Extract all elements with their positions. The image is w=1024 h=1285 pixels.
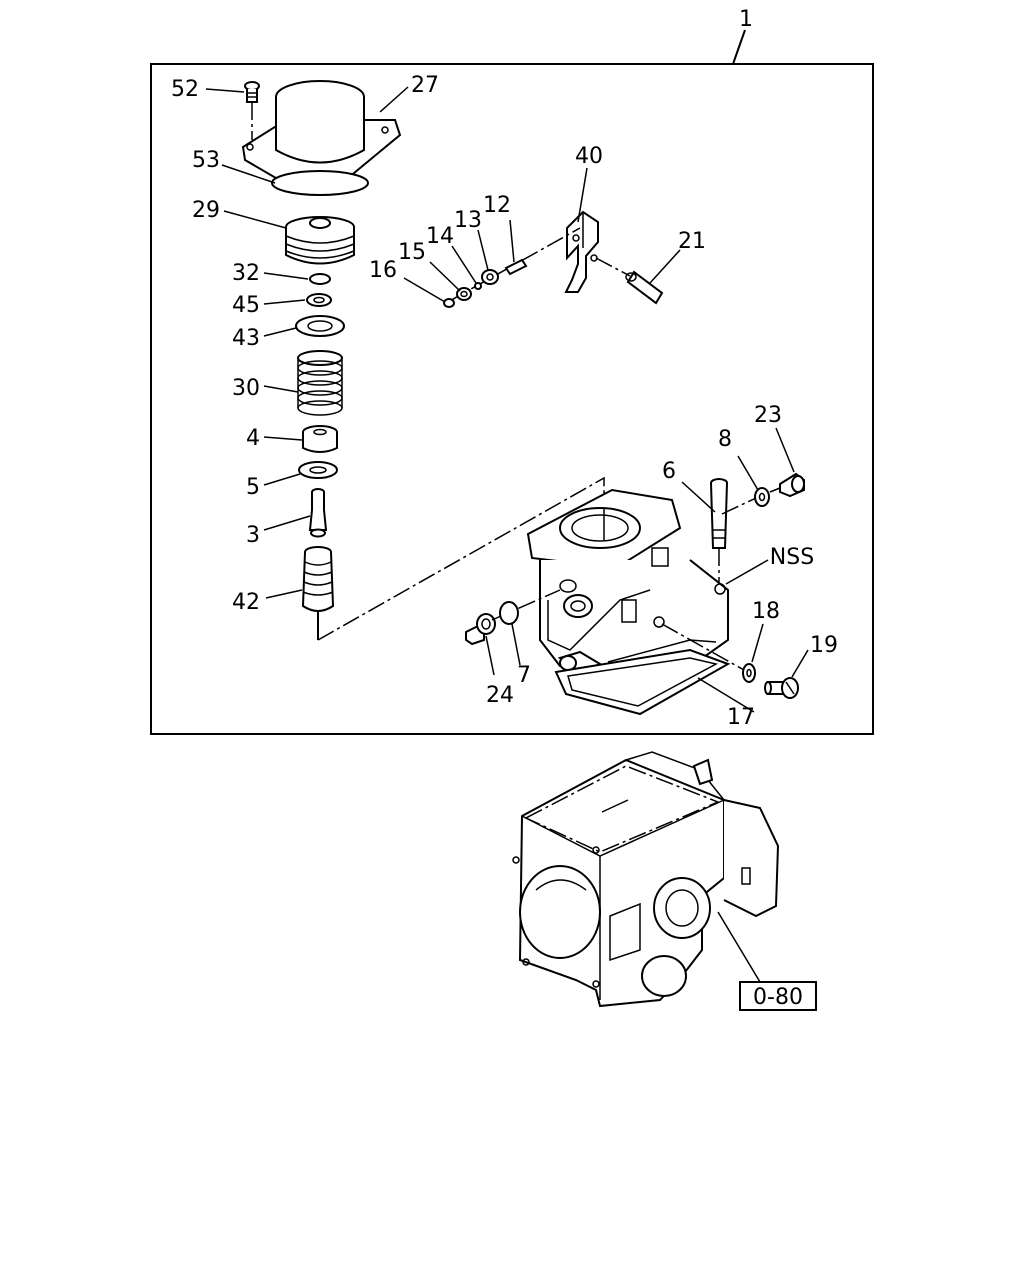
- leader-5: [263, 473, 301, 486]
- leader-23: [775, 427, 795, 473]
- leader-4: [263, 436, 303, 441]
- callout-27: 27: [411, 73, 439, 98]
- part-40-bracket: [564, 210, 599, 293]
- callout-30: 30: [232, 376, 260, 401]
- leader-17: [697, 677, 755, 713]
- leader-53: [221, 164, 276, 184]
- part-21-pin: [625, 270, 664, 305]
- leader-1: [732, 29, 746, 65]
- part-7-seal: [499, 601, 519, 625]
- callout-1: 1: [739, 7, 753, 32]
- leader-40: [577, 167, 588, 223]
- part-5-washer: [298, 461, 338, 479]
- callout-nss: NSS: [770, 545, 814, 570]
- callout-32: 32: [232, 261, 260, 286]
- part-12-pin: [504, 258, 528, 276]
- leader-32: [263, 272, 309, 280]
- leader-29: [223, 210, 287, 229]
- callout-4: 4: [246, 426, 260, 451]
- part-3-stem: [308, 488, 328, 538]
- part-42-piston: [301, 546, 335, 640]
- callout-3: 3: [246, 523, 260, 548]
- callout-14: 14: [426, 224, 454, 249]
- callout-19: 19: [810, 633, 838, 658]
- part-8-washer: [754, 487, 770, 507]
- callout-18: 18: [752, 599, 780, 624]
- callout-52: 52: [171, 77, 199, 102]
- callout-13: 13: [454, 208, 482, 233]
- part-4-nut: [302, 425, 338, 453]
- leader-43: [263, 327, 297, 337]
- part-housing-nss: [526, 488, 729, 676]
- leader-15: [429, 261, 461, 292]
- part-32-ring: [309, 273, 331, 285]
- leader-42: [265, 589, 303, 599]
- part-43-seat: [295, 315, 345, 337]
- callout-42: 42: [232, 590, 260, 615]
- callout-15: 15: [398, 240, 426, 265]
- leader-16: [403, 277, 446, 303]
- part-16-washer: [443, 298, 455, 308]
- reference-box: [739, 981, 817, 1011]
- leader-14: [451, 245, 477, 284]
- callout-29: 29: [192, 198, 220, 223]
- leader-24: [485, 635, 495, 676]
- leader-21: [649, 249, 681, 284]
- leader-0-80: [717, 911, 761, 983]
- part-14-ball: [474, 282, 482, 290]
- leader-12: [509, 219, 515, 263]
- leader-45: [263, 299, 306, 305]
- part-18-washer: [742, 663, 756, 683]
- callout-40: 40: [575, 144, 603, 169]
- leader-3: [263, 515, 311, 531]
- leader-52: [205, 88, 245, 93]
- leader-13: [477, 229, 489, 271]
- part-19-screw: [764, 677, 799, 699]
- callout-21: 21: [678, 229, 706, 254]
- callout-24: 24: [486, 683, 514, 708]
- leader-27: [379, 86, 409, 113]
- part-30-spring: [297, 350, 343, 416]
- callout-5: 5: [246, 475, 260, 500]
- callout-45: 45: [232, 293, 260, 318]
- leader-6: [681, 481, 716, 513]
- leader-30: [263, 385, 299, 393]
- leader-nss: [725, 559, 769, 585]
- callout-43: 43: [232, 326, 260, 351]
- part-27-cover: [241, 80, 402, 194]
- callout-8: 8: [718, 427, 732, 452]
- leader-7: [511, 623, 521, 666]
- callout-12: 12: [483, 193, 511, 218]
- leader-8: [737, 455, 759, 491]
- callout-6: 6: [662, 459, 676, 484]
- part-24-plug: [465, 613, 496, 646]
- callout-23: 23: [754, 403, 782, 428]
- callout-17: 17: [727, 705, 755, 730]
- reference-label: 0-80: [753, 985, 803, 1010]
- part-53-gasket: [271, 170, 369, 196]
- axis-small-parts: [445, 227, 581, 304]
- callout-53: 53: [192, 148, 220, 173]
- part-17-gasket: [554, 648, 731, 716]
- callout-7: 7: [517, 663, 531, 688]
- callout-16: 16: [369, 258, 397, 283]
- part-13-bushing: [481, 269, 499, 285]
- leader-19: [791, 649, 809, 678]
- assembly-frame: [150, 63, 874, 735]
- leader-18: [751, 623, 764, 663]
- part-6-bolt: [710, 478, 728, 582]
- part-52-screw: [244, 81, 260, 140]
- reference-housing: [512, 751, 780, 1008]
- part-15-seat: [456, 287, 472, 301]
- part-45-washer: [306, 293, 332, 307]
- part-29-diaphragm: [285, 216, 355, 265]
- part-23-plug: [769, 472, 805, 498]
